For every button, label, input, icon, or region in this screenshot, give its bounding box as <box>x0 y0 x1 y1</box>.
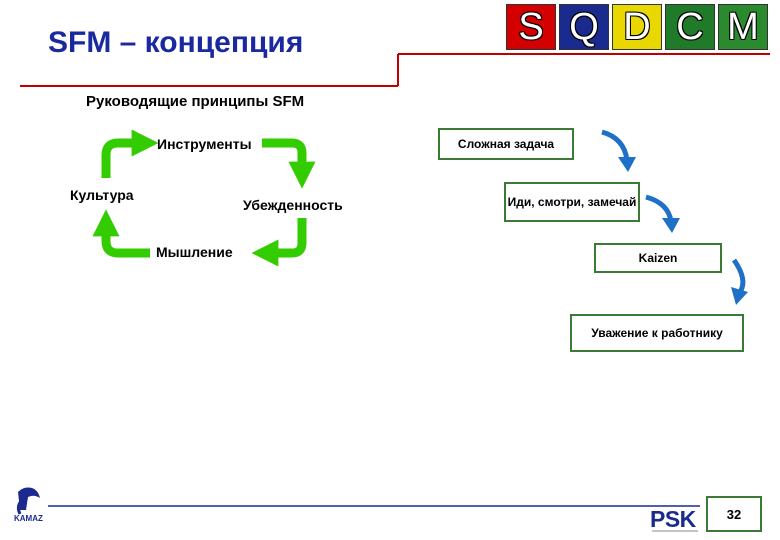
kamaz-logo-text: KAMAZ <box>14 514 43 523</box>
sqdcm-m: M <box>718 4 768 50</box>
cycle-label-culture: Культура <box>70 187 134 203</box>
step-arrow-3 <box>731 258 746 294</box>
cycle-arrow-top-left <box>101 129 159 178</box>
step-box-kaizen: Kaizen <box>594 243 722 273</box>
step-box-challenge: Сложная задача <box>438 128 574 160</box>
sqdcm-q: Q <box>559 4 609 50</box>
section-subtitle: Руководящие принципы SFM <box>86 93 305 110</box>
cycle-arrow-bottom-right <box>251 218 307 267</box>
sqdcm-s: S <box>506 4 556 50</box>
cycle-label-conviction: Убежденность <box>243 197 343 213</box>
kamaz-logo <box>16 487 40 515</box>
sqdcm-c: C <box>665 4 715 50</box>
step-box-respect: Уважение к работнику <box>570 314 744 352</box>
cycle-arrow-top-right <box>262 138 316 189</box>
page-title: SFM – концепция <box>48 26 304 59</box>
psk-logo: PSK <box>650 506 696 532</box>
step-box-gemba: Иди, смотри, замечай <box>504 182 640 222</box>
sqdcm-d: D <box>612 4 662 50</box>
cycle-arrow-bottom-left <box>92 209 150 258</box>
cycle-label-instruments: Инструменты <box>157 136 252 152</box>
cycle-label-thinking: Мышление <box>156 244 233 260</box>
page-number: 32 <box>706 496 762 532</box>
sqdcm-banner: S Q D C M <box>506 4 768 50</box>
step-arrow-1 <box>601 129 630 161</box>
step-arrow-2 <box>645 194 674 222</box>
